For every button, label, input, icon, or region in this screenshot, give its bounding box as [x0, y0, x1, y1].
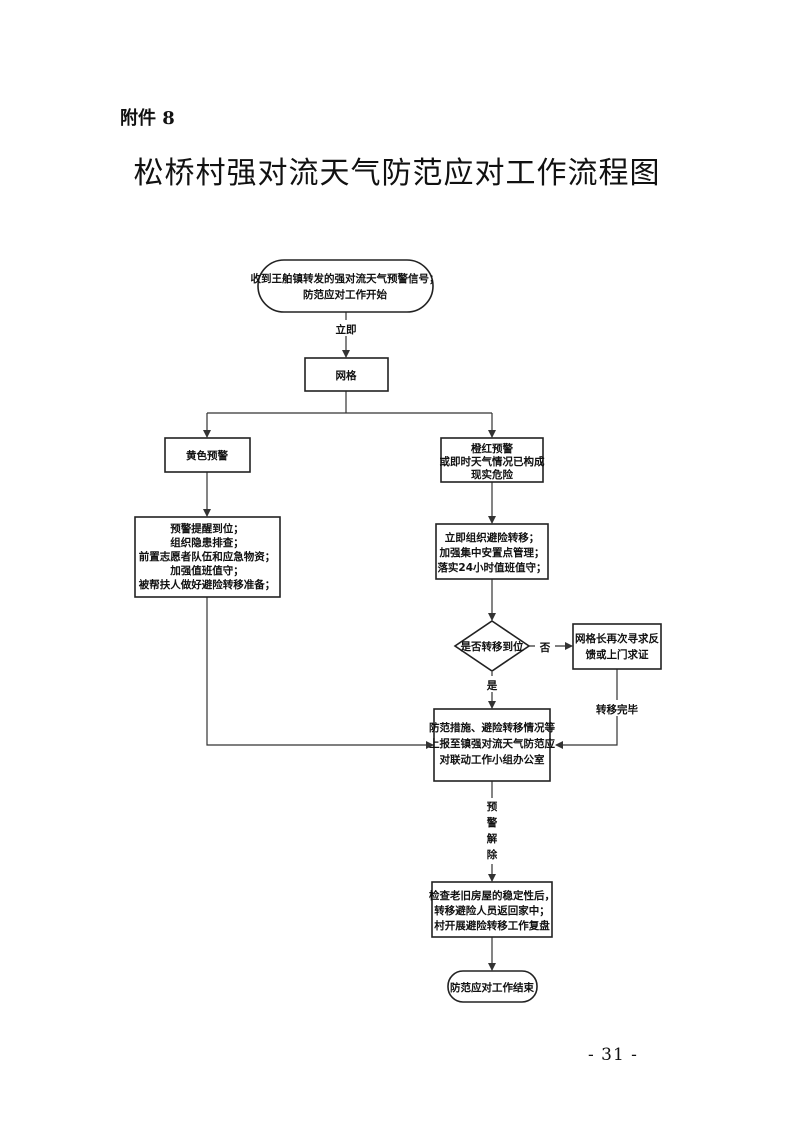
- node-yellow-actions-line-1: 预警提醒到位；: [170, 522, 244, 535]
- node-check: 检查老旧房屋的稳定性后， 转移避险人员返回家中； 村开展避险转移工作复盘: [429, 881, 555, 938]
- label-warning-lifted-4: 除: [487, 848, 498, 861]
- node-yellow-actions: 预警提醒到位； 组织隐患排查； 前置志愿者队伍和应急物资； 加强值班值守； 被帮…: [134, 516, 281, 598]
- node-grid-leader-line-2: 馈或上门求证: [585, 648, 649, 661]
- label-warning-lifted-3: 解: [486, 832, 498, 845]
- label-transfer-done: 转移完毕: [596, 703, 638, 716]
- node-orange-actions-line-3: 落实24小时值班值守；: [437, 561, 546, 574]
- node-end-label: 防范应对工作结束: [450, 981, 534, 994]
- node-yellow-actions-line-4: 加强值班值守；: [169, 564, 244, 577]
- edge-grid-branches: [207, 391, 492, 414]
- node-yellow-warning-label: 黄色预警: [186, 449, 228, 462]
- node-report-line-1: 防范措施、避险转移情况等: [429, 721, 555, 734]
- node-check-line-1: 检查老旧房屋的稳定性后，: [429, 889, 555, 902]
- page-number: - 31 -: [588, 1045, 638, 1065]
- label-no: 否: [539, 642, 551, 654]
- node-yellow-actions-line-3: 前置志愿者队伍和应急物资；: [139, 550, 276, 563]
- label-warning-lifted-2: 警: [486, 816, 498, 829]
- node-check-line-3: 村开展避险转移工作复盘: [434, 919, 550, 932]
- node-yellow-warning: 黄色预警: [164, 437, 251, 473]
- flowchart-edges: [203, 312, 618, 971]
- node-start-line-2: 防范应对工作开始: [303, 288, 387, 301]
- page-title: 松桥村强对流天气防范应对工作流程图: [133, 156, 661, 191]
- node-orange-warning: 橙红预警 或即时天气情况已构成 现实危险: [440, 437, 545, 483]
- node-yellow-actions-line-5: 被帮扶人做好避险转移准备；: [139, 578, 276, 591]
- node-report: 防范措施、避险转移情况等 上报至镇强对流天气防范应 对联动工作小组办公室: [429, 708, 555, 782]
- node-yellow-actions-line-2: 组织隐患排查；: [170, 536, 244, 549]
- node-decision: 是否转移到位: [453, 620, 531, 672]
- node-start-line-1: 收到王舶镇转发的强对流天气预警信号；: [251, 272, 440, 285]
- node-grid-leader: 网格长再次寻求反 馈或上门求证: [572, 623, 662, 670]
- label-warning-lifted-1: 预: [487, 801, 498, 813]
- node-orange-line-3: 现实危险: [471, 468, 513, 481]
- node-report-line-3: 对联动工作小组办公室: [440, 753, 545, 766]
- node-report-line-2: 上报至镇强对流天气防范应: [429, 737, 555, 750]
- node-orange-actions: 立即组织避险转移； 加强集中安置点管理； 落实24小时值班值守；: [435, 523, 549, 580]
- node-start: 收到王舶镇转发的强对流天气预警信号； 防范应对工作开始: [251, 259, 440, 313]
- node-decision-label: 是否转移到位: [460, 640, 524, 653]
- label-immediately: 立即: [336, 323, 357, 336]
- node-grid-label: 网格: [336, 369, 357, 382]
- node-orange-line-2: 或即时天气情况已构成: [440, 455, 545, 468]
- attachment-label: 附件 8: [120, 108, 175, 129]
- node-grid: 网格: [304, 357, 389, 392]
- label-yes: 是: [486, 680, 498, 692]
- edge-leader-report: [555, 669, 618, 749]
- node-end: 防范应对工作结束: [447, 970, 538, 1003]
- node-orange-actions-line-2: 加强集中安置点管理；: [439, 546, 545, 559]
- node-orange-actions-line-1: 立即组织避险转移；: [445, 531, 540, 544]
- node-grid-leader-line-1: 网格长再次寻求反: [575, 632, 659, 645]
- edge-yellow-report: [206, 597, 434, 749]
- node-check-line-2: 转移避险人员返回家中；: [434, 904, 550, 917]
- node-orange-line-1: 橙红预警: [471, 442, 513, 455]
